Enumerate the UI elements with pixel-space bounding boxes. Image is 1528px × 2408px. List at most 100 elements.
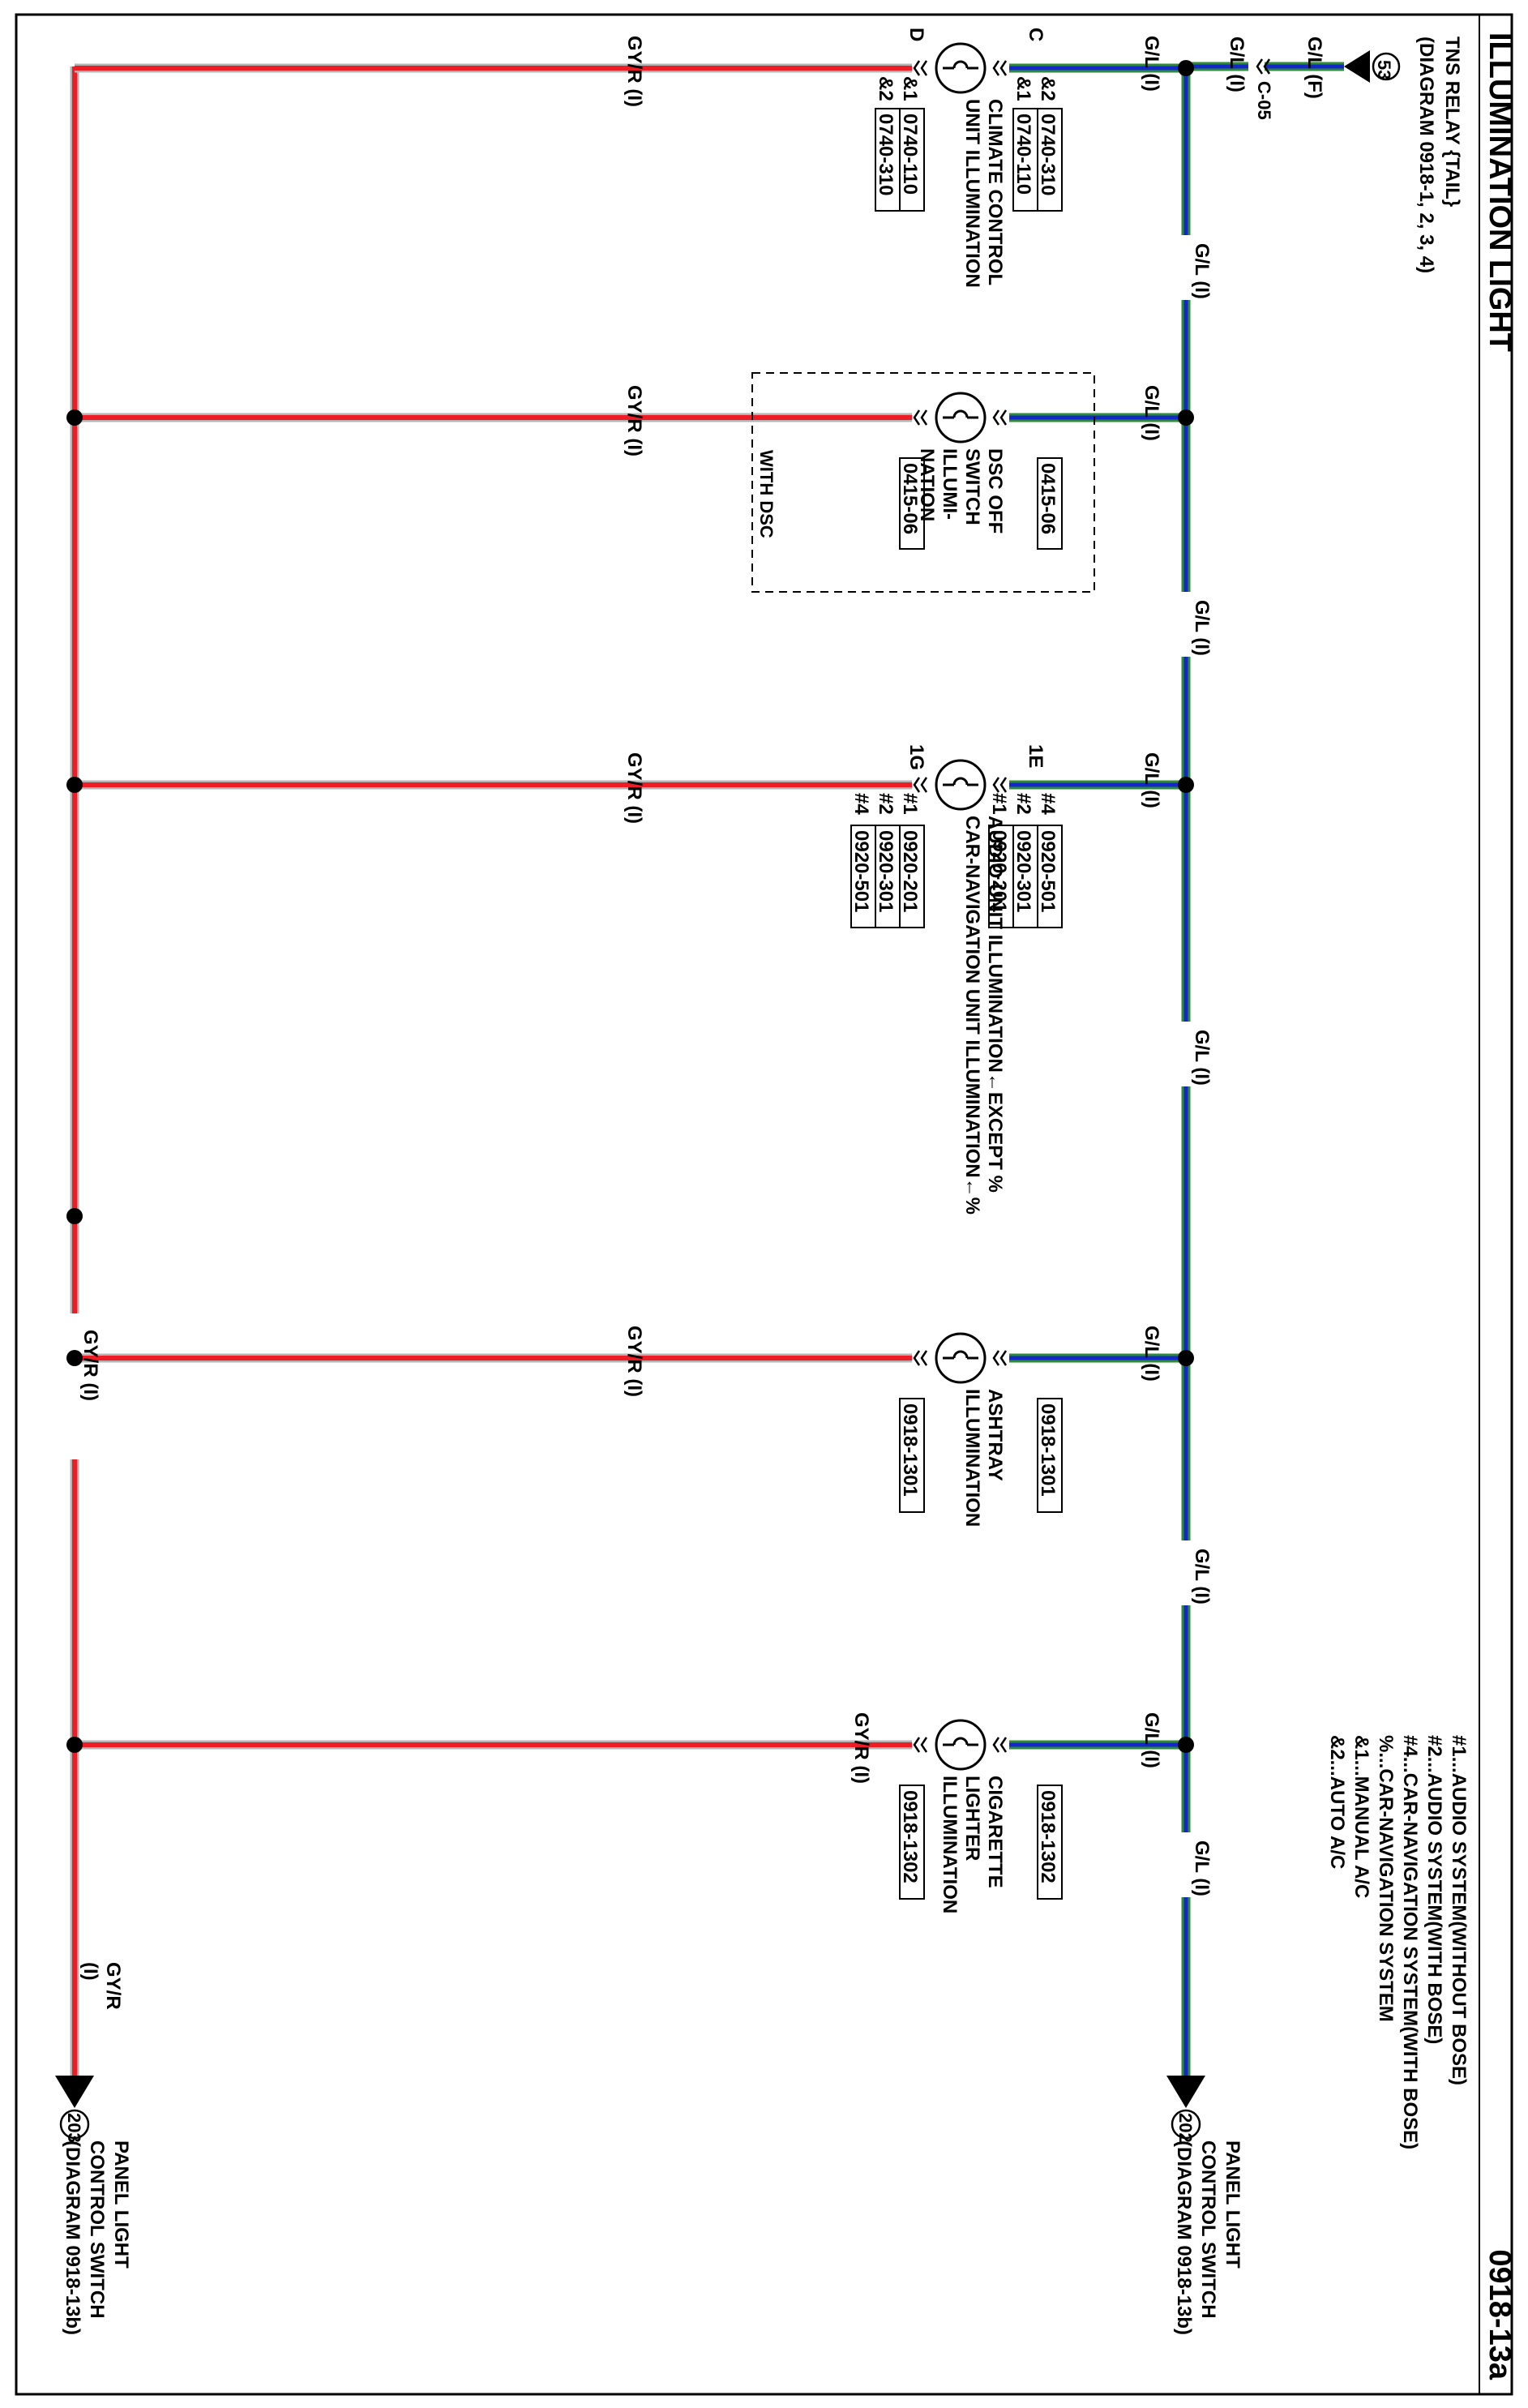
branch-3-bulb-icon-ring [935,1332,987,1384]
branch-1-name-1: SWITCH [961,448,983,525]
page-frame [15,13,1513,2396]
branch-3-bulb-icon-filament [943,1350,978,1360]
branch-2-gyr-label: GY/R (I) [623,752,645,824]
branch-3-code-in-0-code: 0918-1301 [1037,1403,1059,1497]
branch-1-option-label: WITH DSC [756,450,777,538]
branch-1-out-connector-icon-stroke [913,409,921,426]
legend-item-1: #2...AUDIO SYSTEM(WITH BOSE) [1423,1735,1445,2044]
components-layer [55,42,1401,2140]
branch-0-in-connector-icon [992,60,1008,76]
branch-2-in-connector-icon-stroke [999,777,1008,793]
branch-4-in-connector-icon [992,1737,1008,1753]
branch-0-code-in-0-box [1037,108,1063,212]
branch-2-code-out-1-box [875,825,901,928]
branch-1-bulb-icon [935,392,987,443]
branch-2-pin-out: 1G [905,744,927,770]
branch-2-gl-label: G/L (I) [1141,752,1162,808]
dest-202-label: 202 [1175,2113,1196,2143]
branch-3-code-out-0-box [899,1398,925,1513]
dest-203-label: 203 [64,2113,84,2143]
branch-3-code-in-0-box [1037,1398,1063,1513]
branch-0-bulb-icon [935,42,987,94]
branch-4-out-connector-icon-stroke [913,1737,921,1753]
wires-layer [70,62,1344,2076]
branch-3-gl-junction [1178,1350,1194,1366]
branch-2-code-out-2-box [850,825,876,928]
branch-4-gl-junction [1178,1737,1194,1753]
branch-2-bulb-icon-ring [935,759,987,811]
branch-1-option-box [751,372,1095,593]
legend-item-4: &1...MANUAL A/C [1350,1735,1372,1898]
branch-0-gl-junction [1178,60,1194,76]
branch-3-bulb-icon [935,1332,987,1384]
branch-4-out-connector-icon-stroke [920,1737,928,1753]
branch-4-gyr-junction [66,1737,83,1753]
branch-3-name-1: ILLUMINATION [961,1389,983,1527]
branch-4-name-0: CIGARETTE [984,1776,1006,1888]
wire-source-i-label: G/L (I) [1226,36,1248,92]
branch-2-code-out-2-code: 0920-501 [850,830,872,912]
gyr-trunk-junction [66,1208,83,1224]
branch-0-in-connector-icon-stroke [999,60,1008,76]
branch-4-gl-label: G/L (I) [1141,1712,1162,1768]
branch-1-out-connector-icon [913,409,928,426]
branch-1-bulb-icon-filament [943,409,978,419]
branch-0-gl-label: G/L (I) [1141,36,1162,92]
connector-c05-icon [1256,58,1271,75]
branch-0-code-out-1-box [875,108,901,212]
connector-c05-icon-stroke [1256,58,1264,75]
dest-203-circle [59,2109,90,2140]
dest-202-text-1: CONTROL SWITCH [1197,2140,1219,2319]
connector-c05-icon-stroke [1263,58,1271,75]
branch-0-code-in-0-code: 0740-310 [1037,114,1059,195]
branch-2-code-in-0-box [1037,825,1063,928]
branch-3-out-connector-icon-stroke [913,1350,921,1366]
branch-4-in-connector-icon-stroke [992,1737,1000,1753]
legend-item-2: #4...CAR-NAVIGATION SYSTEM(WITH BOSE) [1399,1735,1421,2149]
gl-trunk-label-0: G/L (I) [1191,243,1213,299]
branch-2-code-in-0-tag: #4 [1037,793,1059,815]
branch-0-out-connector-icon-stroke [913,60,921,76]
gl-trunk-label-1: G/L (I) [1191,600,1213,656]
branch-2-gl-junction [1178,777,1194,793]
branch-3-in-connector-icon-stroke [999,1350,1008,1366]
branch-3-out-connector-icon-stroke [920,1350,928,1366]
branch-1-name-0: DSC OFF [984,448,1006,533]
branch-3-code-out-0-code: 0918-1301 [899,1403,921,1497]
gl-trunk-label-2: G/L (I) [1191,1030,1213,1086]
branch-0-name-0: CLIMATE CONTROL [984,99,1006,285]
branch-2-bulb-icon [935,759,987,811]
branch-2-pin-in: 1E [1025,744,1046,768]
branch-2-in-connector-icon [992,777,1008,793]
legend-item-3: %...CAR-NAVIGATION SYSTEM [1375,1735,1397,2022]
branch-2-name-1: CAR-NAVIGATION UNIT ILLUMINATION←% [961,816,983,1215]
branch-2-code-out-1-code: 0920-301 [875,830,897,912]
dest-203-arrow-icon [55,2076,94,2108]
branch-1-bulb-icon-ring [935,392,987,443]
branch-2-code-in-2-tag: #1 [988,793,1010,815]
branch-1-gyr-junction [66,409,83,426]
page-code: 0918-13a [1483,2249,1517,2380]
branch-4-bulb-icon-ring [935,1719,987,1771]
source-line-2: (DIAGRAM 0918-1, 2, 3, 4) [1415,36,1437,273]
branch-2-code-in-0-code: 0920-501 [1037,830,1059,912]
branch-2-gyr-junction [66,777,83,793]
wire-source-f-label: G/L (F) [1303,36,1325,99]
branch-0-code-out-0-tag: &1 [899,76,921,101]
branch-0-code-in-1-tag: &1 [1012,76,1034,101]
dest-202-arrow-icon [1166,2076,1205,2108]
branch-0-in-connector-icon-stroke [992,60,1000,76]
dest-203-wire-1: GY/R [102,1962,124,2010]
source-line-1: TNS RELAY {TAIL} [1441,36,1463,207]
dest-203-text-1: CONTROL SWITCH [86,2140,108,2319]
branch-4-bulb-icon-filament [943,1737,978,1746]
branch-0-code-in-1-code: 0740-110 [1012,114,1034,195]
branch-4-bulb-icon [935,1719,987,1771]
branch-1-code-in-0-box [1037,457,1063,550]
dest-202-text-2: (DIAGRAM 0918-13b) [1173,2140,1195,2335]
branch-0-pin-out: D [905,28,927,41]
source-arrow-icon [1344,50,1370,83]
branch-1-in-connector-icon-stroke [992,409,1000,426]
source-circle [1372,52,1401,81]
